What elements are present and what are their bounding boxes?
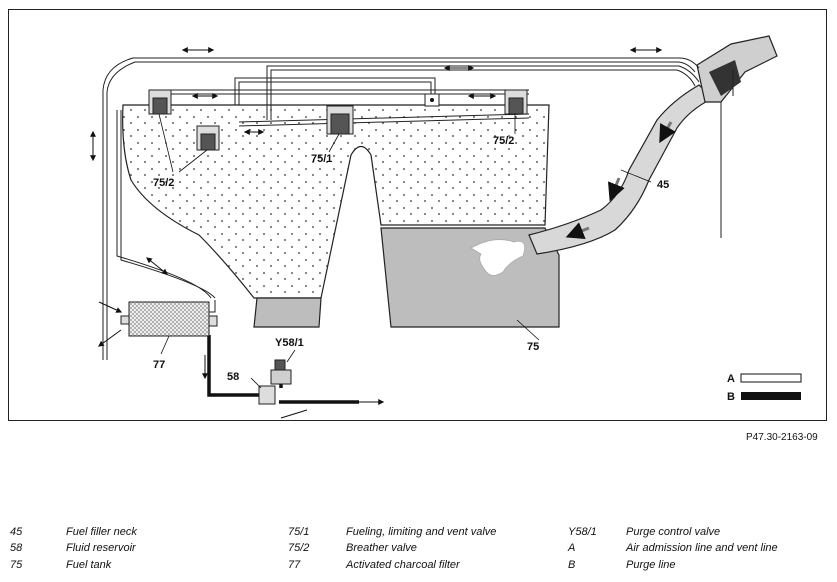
legend-row: 75 Fuel tank 77 Activated charcoal filte… [0,559,837,575]
purge-control-valve [270,359,292,385]
legend-desc: Activated charcoal filter [346,559,460,571]
legend-desc: Purge control valve [626,526,721,538]
label-45: 45 [657,179,669,191]
legend-code: 58 [10,542,23,554]
legend-code: 45 [10,526,23,538]
label-75-2-left: 75/2 [153,177,174,189]
legend-desc: Fuel tank [66,559,112,571]
label-y58-1: Y58/1 [275,337,304,349]
legend-code: 75 [10,559,23,571]
legend-desc: Fuel filler neck [66,526,137,538]
legend-row: 58 Fluid reservoir 75/2 Breather valve A… [0,542,837,558]
key-line-a [740,373,802,383]
label-77: 77 [153,359,165,371]
fluid-reservoir [258,385,276,405]
key-label-a: A [727,373,735,385]
label-75: 75 [527,341,539,353]
filler-neck [528,84,715,255]
breather-valve-right [504,89,528,115]
charcoal-filter [120,301,218,337]
legend-desc: Fluid reservoir [66,542,136,554]
diagram-canvas: 75/2 75/2 75/1 45 75 77 58 Y58/1 A B [90,35,802,419]
key-line-b [741,392,801,400]
legend-desc: Air admission line and vent line [626,542,778,554]
legend-desc: Breather valve [346,542,417,554]
legend-row: 45 Fuel filler neck 75/1 Fueling, limiti… [0,526,837,542]
fuel-splash [470,239,526,276]
fueling-valve [326,105,354,135]
legend-desc: Fueling, limiting and vent valve [346,526,497,538]
legend-code: A [568,542,576,554]
fuel-system-diagram: 75/2 75/2 75/1 45 75 77 58 Y58/1 A B [8,9,827,421]
legend-code: 75/1 [288,526,310,538]
label-58: 58 [227,371,239,383]
figure-id: P47.30-2163-09 [746,432,818,443]
legend-code: Y58/1 [568,526,597,538]
legend-code: 75/2 [288,542,310,554]
line-a-air-admission [102,57,700,360]
legend-desc: Purge line [626,559,676,571]
fuel-level-left [253,297,322,328]
key-label-b: B [727,391,735,403]
label-75-2-right: 75/2 [493,135,514,147]
legend-code: B [568,559,576,571]
legend-code: 77 [288,559,301,571]
breather-valve-left [148,89,172,115]
label-75-1: 75/1 [311,153,332,165]
breather-valve-mid [196,125,220,151]
